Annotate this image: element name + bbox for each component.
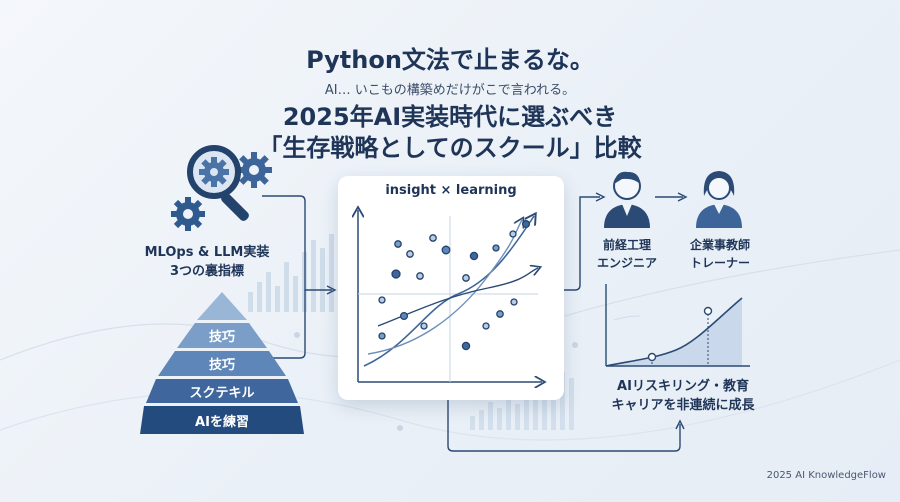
role-engineer: 前経工理 エンジニア: [582, 236, 672, 272]
role-trainer-line1: 企業事教師: [689, 238, 750, 252]
insight-card-title: insight × learning: [385, 183, 517, 198]
role-trainer: 企業事教師 トレーナー: [672, 236, 768, 272]
engineer-avatar-icon: [604, 171, 650, 228]
bottom-label-line1: AIリスキリング・教育: [617, 379, 749, 394]
page-subtitle: AI… いこもの構築めだけがこで言われる。: [324, 83, 576, 98]
pyramid-layer-3: スクテキル: [189, 385, 255, 401]
growth-illustration: [605, 284, 750, 367]
footer-credit: 2025 AI KnowledgeFlow: [766, 470, 886, 481]
scatter-illustration: [338, 176, 564, 400]
gears-magnifier-icon: [171, 145, 272, 231]
bottom-label-line2: キャリアを非連続に成長: [611, 398, 755, 413]
left-label-line1: MLOps & LLM実装: [144, 245, 270, 260]
pyramid-layer-2: 技巧: [208, 358, 235, 373]
role-engineer-line2: エンジニア: [596, 256, 657, 270]
role-trainer-line2: トレーナー: [689, 256, 750, 270]
role-engineer-line1: 前経工理: [602, 238, 651, 252]
page-title-line1: Python文法で止まるな。: [306, 46, 594, 74]
bottom-label: AIリスキリング・教育 キャリアを非連続に成長: [598, 377, 768, 415]
pyramid-layer-1: 技巧: [208, 330, 235, 345]
left-label: MLOps & LLM実装 3つの裏指標: [122, 243, 292, 281]
pyramid-shape: [140, 292, 304, 434]
page-title-line3: 2025年AI実装時代に選ぶべき: [282, 103, 618, 131]
page-title-line4: 「生存戦略としてのスクール」比較: [258, 134, 642, 162]
trainer-avatar-icon: [696, 171, 742, 228]
left-label-line2: 3つの裏指標: [169, 264, 245, 279]
pyramid-layer-4: AIを練習: [195, 414, 249, 430]
decor-bars-right: [470, 372, 574, 430]
